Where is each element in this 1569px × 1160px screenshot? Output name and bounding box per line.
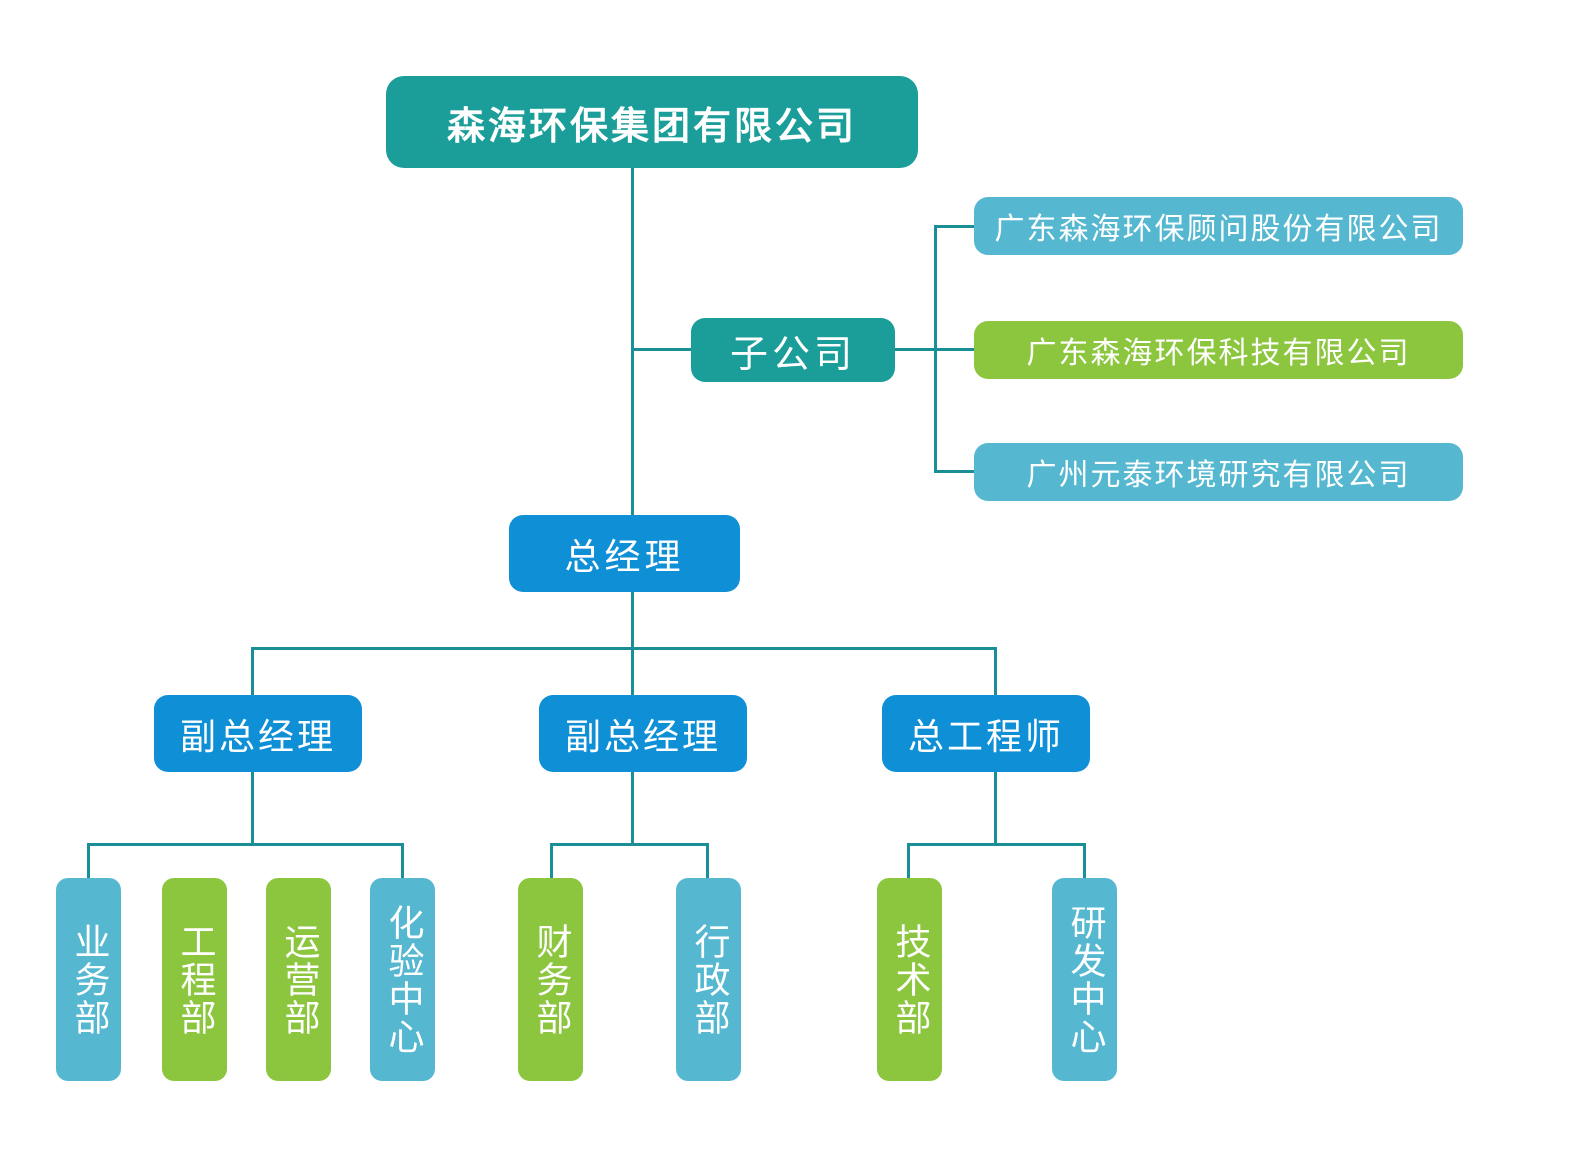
connector-subsidiary-branch-vertical [934, 225, 937, 473]
connector-gm-down [631, 592, 634, 695]
connector-vp1-horizontal [87, 843, 404, 846]
subsidiary-company-node: 广东森海环保顾问股份有限公司 [974, 197, 1463, 255]
connector-chief-down [994, 772, 997, 844]
subsidiary-group-node: 子公司 [691, 318, 895, 382]
connector-management-horizontal [251, 647, 997, 650]
department-node-lab: 化验中心 [370, 878, 435, 1081]
department-node-tech: 技术部 [877, 878, 942, 1081]
connector-to-sub-company-3 [934, 470, 974, 473]
department-node-finance: 财务部 [518, 878, 583, 1081]
root-company-node: 森海环保集团有限公司 [386, 76, 918, 168]
connector-to-dept-tech [907, 843, 910, 878]
connector-to-chief-engineer [994, 647, 997, 695]
department-node-operations: 运营部 [266, 878, 331, 1081]
connector-to-dept-rnd [1083, 843, 1086, 878]
department-node-engineering: 工程部 [162, 878, 227, 1081]
connector-root-to-gm [631, 168, 634, 515]
general-manager-node: 总经理 [509, 515, 740, 592]
connector-to-dept-business [87, 843, 90, 878]
connector-to-dept-admin [706, 843, 709, 878]
connector-to-dept-finance [550, 843, 553, 878]
connector-to-sub-company-1 [934, 225, 974, 228]
deputy-manager-node: 副总经理 [154, 695, 362, 772]
department-node-rnd: 研发中心 [1052, 878, 1117, 1081]
deputy-manager-node: 副总经理 [539, 695, 747, 772]
subsidiary-company-node: 广东森海环保科技有限公司 [974, 321, 1463, 379]
connector-vp2-horizontal [550, 843, 709, 846]
connector-vp1-down [251, 772, 254, 844]
connector-to-dept-lab [401, 843, 404, 878]
subsidiary-company-node: 广州元泰环境研究有限公司 [974, 443, 1463, 501]
connector-chief-horizontal [907, 843, 1086, 846]
connector-vp2-down [631, 772, 634, 844]
connector-trunk-to-subsidiary [631, 348, 691, 351]
department-node-admin: 行政部 [676, 878, 741, 1081]
department-node-business: 业务部 [56, 878, 121, 1081]
chief-engineer-node: 总工程师 [882, 695, 1090, 772]
connector-to-vp-1 [251, 647, 254, 695]
